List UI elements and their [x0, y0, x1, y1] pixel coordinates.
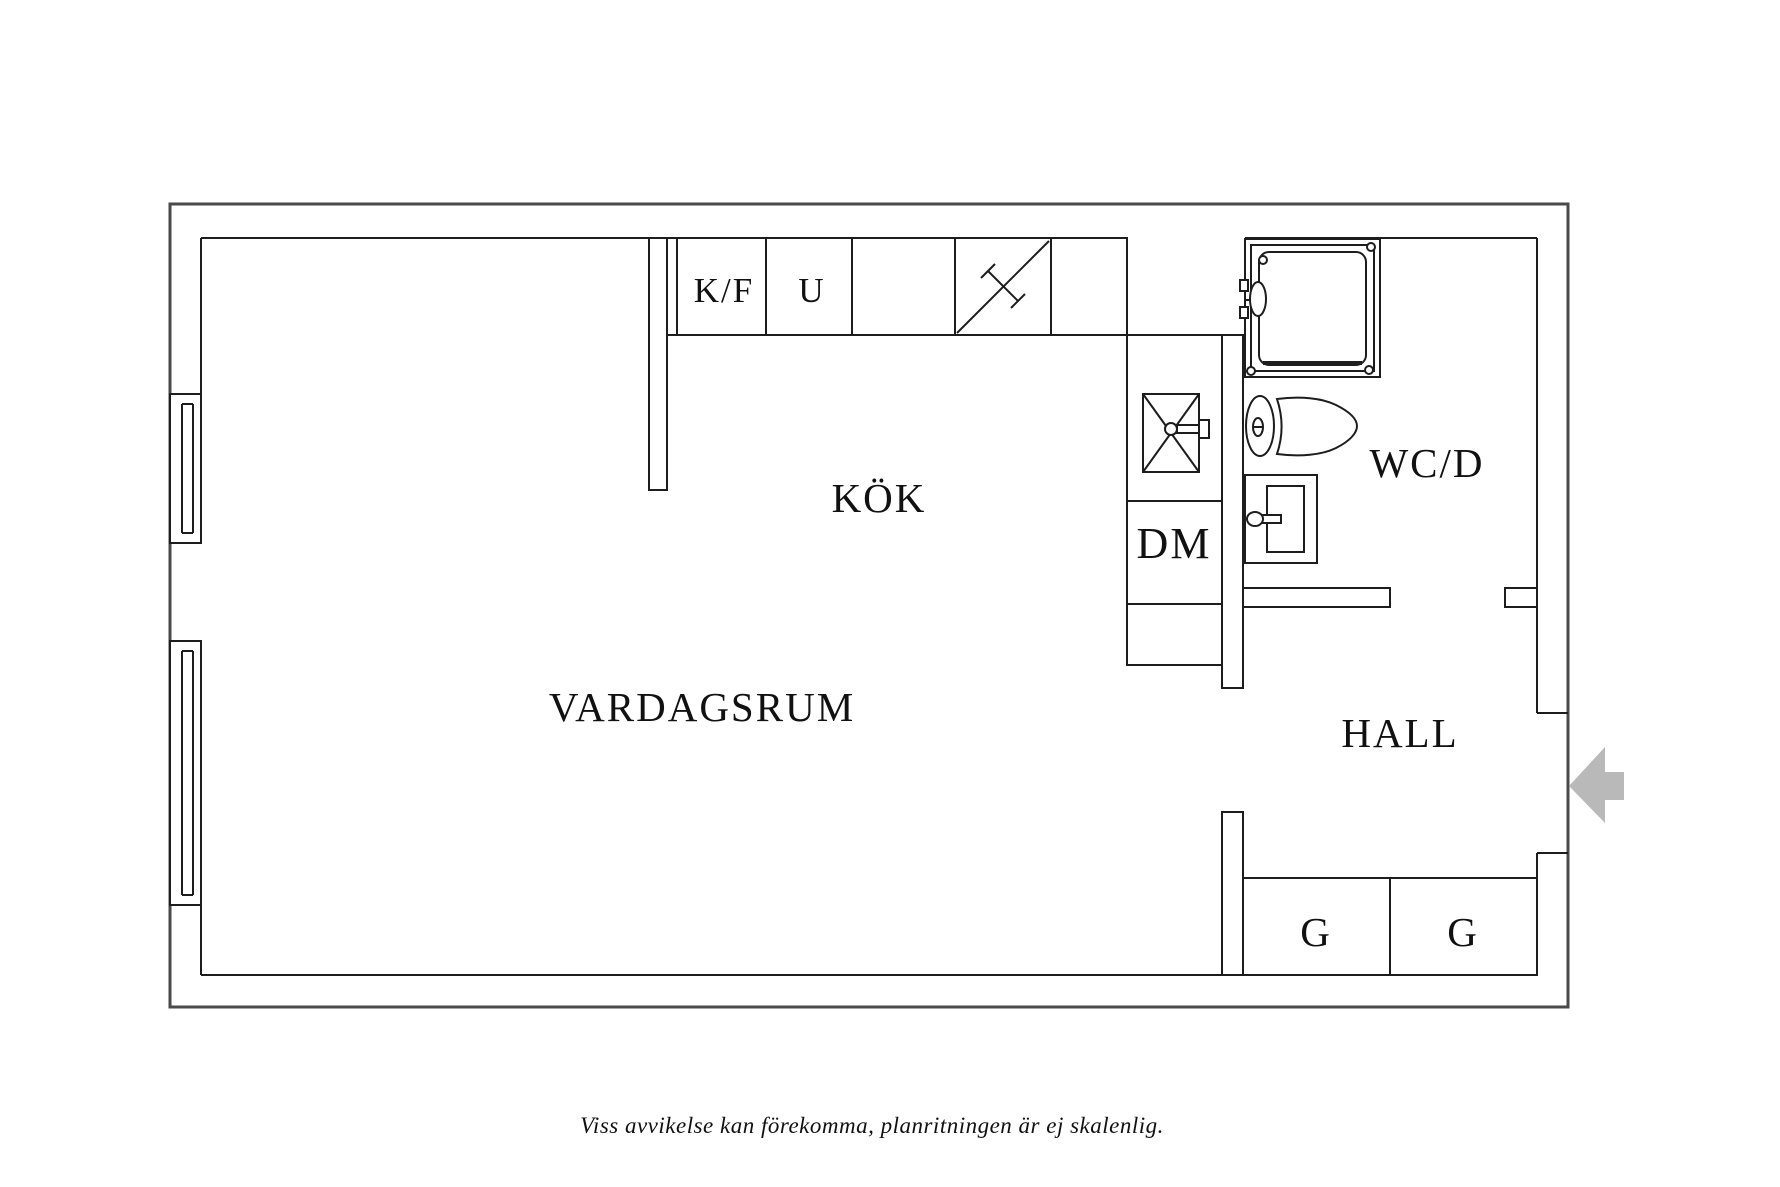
- fixture-label-oven: U: [798, 271, 825, 310]
- kitchen-cabinet-row: [666, 237, 1128, 336]
- room-label-hall: HALL: [1341, 710, 1458, 756]
- kitchen-sink-icon: [1142, 393, 1210, 473]
- fixture-label-fridge-freezer: K/F: [694, 271, 754, 310]
- wall-kitchen-wc: [1221, 334, 1244, 689]
- room-label-bathroom: WC/D: [1369, 440, 1484, 486]
- disclaimer-caption: Viss avvikelse kan förekomma, planritnin…: [580, 1113, 1164, 1138]
- fixture-label-wardrobe-left: G: [1300, 909, 1332, 955]
- washbasin-icon: [1244, 474, 1318, 564]
- room-label-kitchen: KÖK: [832, 475, 927, 521]
- room-label-living-room: VARDAGSRUM: [549, 684, 855, 730]
- kitchen-counter-column: [1126, 334, 1223, 666]
- shower-icon: [1239, 238, 1381, 378]
- wardrobe-units: [1242, 877, 1538, 976]
- fixture-label-dishwasher: DM: [1137, 519, 1212, 568]
- toilet-icon: [1245, 395, 1359, 457]
- window-1: [169, 393, 202, 544]
- wall-livingroom-hall: [1221, 811, 1244, 976]
- window-2: [169, 640, 202, 906]
- entrance-arrow-icon: [1569, 747, 1624, 823]
- fixture-label-wardrobe-right: G: [1447, 909, 1479, 955]
- wall-stub-wc-door: [1504, 587, 1538, 608]
- outer-wall: [168, 202, 1570, 1009]
- wall-wc-hall: [1242, 587, 1391, 608]
- stove-icon: [956, 240, 1050, 334]
- wall-livingroom-kitchen: [648, 237, 668, 491]
